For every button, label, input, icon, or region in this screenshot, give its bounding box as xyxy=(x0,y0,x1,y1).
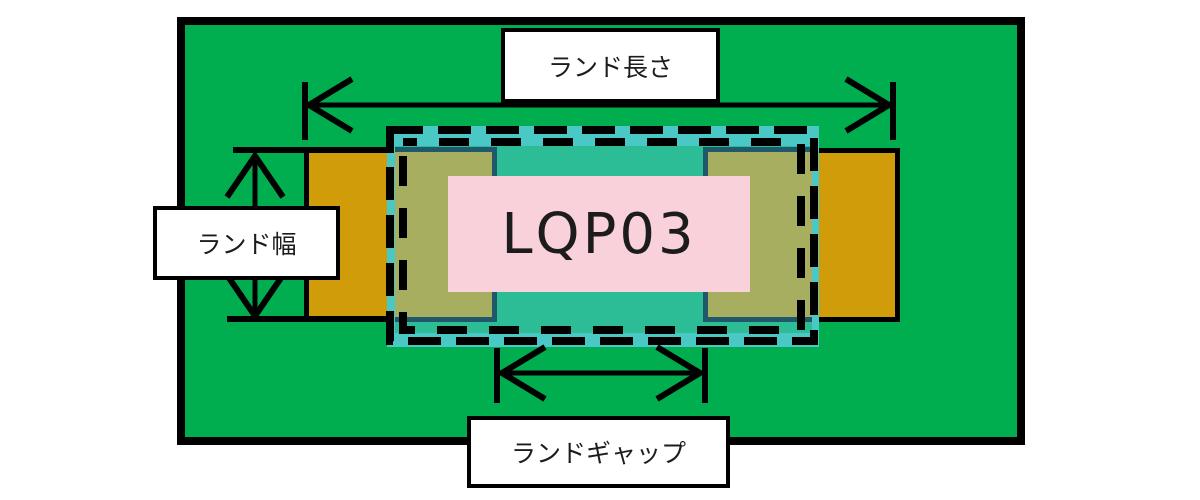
land-gap-label: ランドギャップ xyxy=(510,439,686,468)
land-length-label: ランド長さ xyxy=(547,52,673,82)
land-width-label-box: ランド幅 xyxy=(153,206,340,280)
land-width-label: ランド幅 xyxy=(196,230,297,259)
component-label: LQP03 xyxy=(501,201,697,267)
land-length-label-box: ランド長さ xyxy=(501,28,720,103)
component-label-box: LQP03 xyxy=(448,176,750,292)
land-gap-label-box: ランドギャップ xyxy=(467,416,730,488)
